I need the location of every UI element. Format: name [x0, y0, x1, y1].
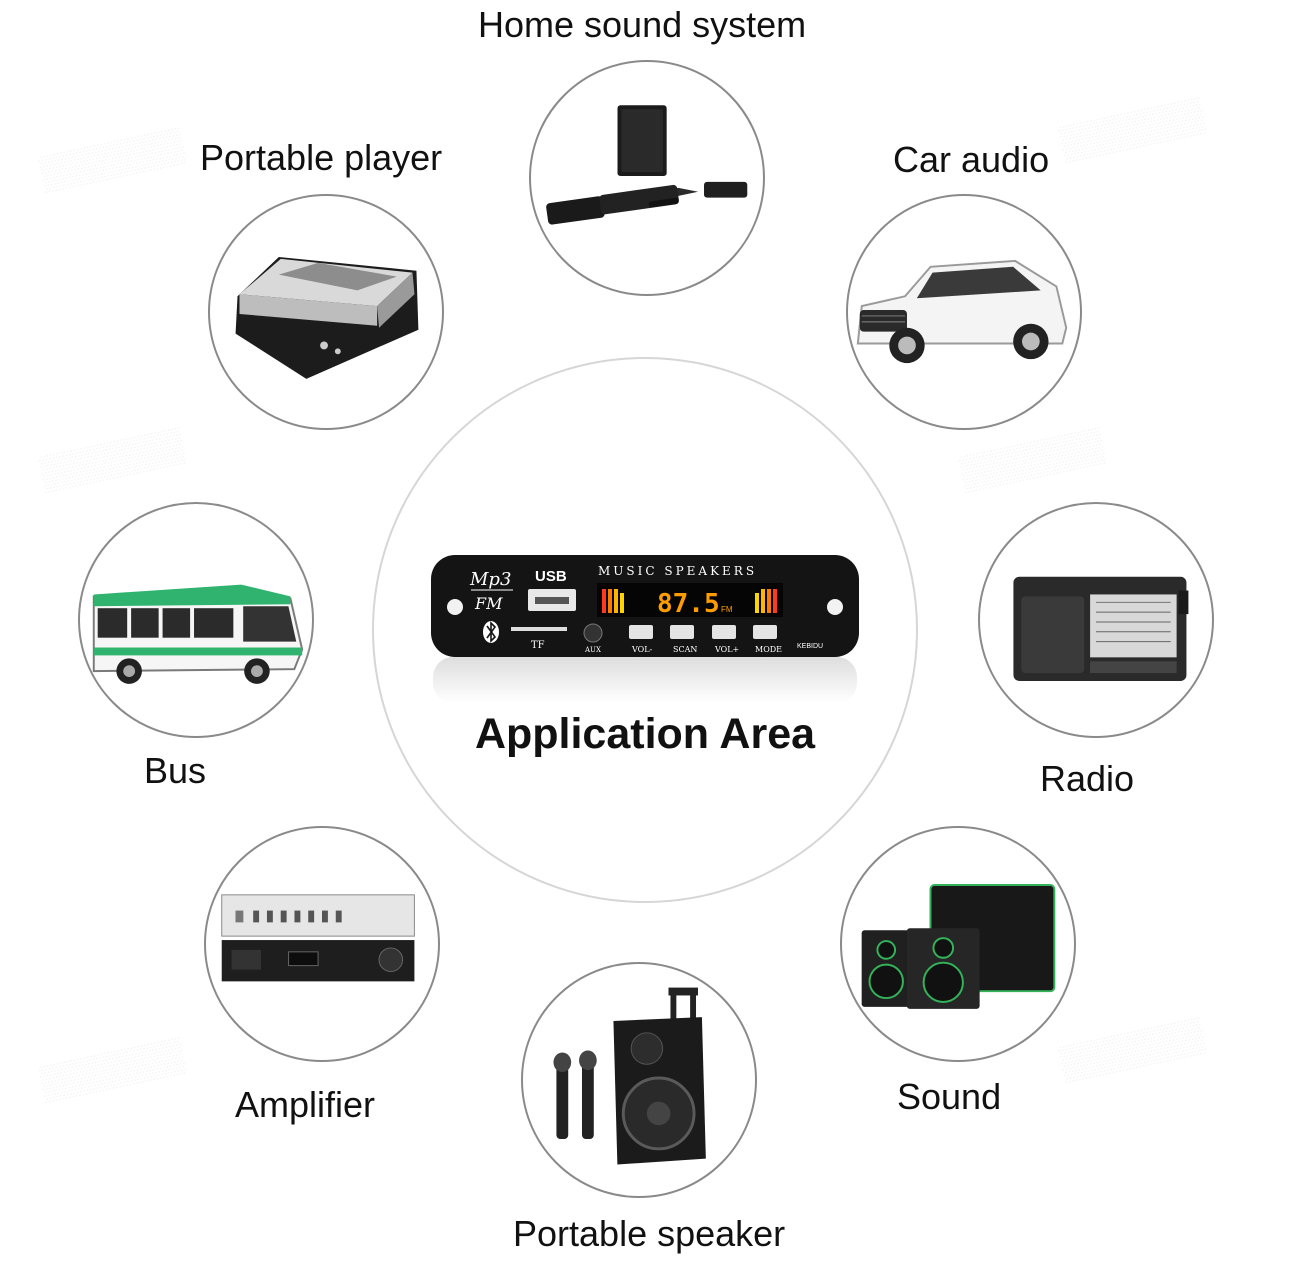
- watermark: ▒▒▒▒▒▒: [1058, 95, 1207, 163]
- watermark: ▒▒▒▒▒▒: [38, 125, 187, 193]
- bus-label: Bus: [144, 750, 207, 791]
- portable-speaker-circle: [521, 962, 757, 1198]
- button-label: VOL+: [714, 645, 739, 654]
- usb-label: USB: [535, 568, 567, 585]
- rack-amplifier-icon: [221, 894, 415, 982]
- watermark: ▒▒▒▒▒▒: [38, 1035, 187, 1103]
- portable-speaker-label: Portable speaker: [513, 1213, 786, 1254]
- brand-label: KEBIDU: [797, 643, 823, 650]
- display-unit: FM: [721, 605, 733, 614]
- watermark: ▒▒▒▒▒▒: [958, 425, 1107, 493]
- portable-cassette-player-icon: [235, 256, 419, 379]
- button-label: SCAN: [673, 645, 697, 654]
- studio-monitor-speakers-icon: [861, 884, 1056, 1009]
- frequency-display: 87.5: [657, 589, 720, 619]
- mp3-decoder-board-icon: Mp3 FM USB TF MUSIC SPEAKERS 87.5 FM AUX…: [431, 555, 859, 703]
- amplifier-circle: [204, 826, 440, 1062]
- amplifier-label: Amplifier: [235, 1084, 376, 1125]
- suv-car-icon: [856, 259, 1068, 364]
- sound-circle: [840, 826, 1076, 1062]
- button-label: MODE: [755, 645, 782, 654]
- watermark: ▒▒▒▒▒▒: [1058, 1015, 1207, 1083]
- portable-radio-icon: [1013, 576, 1189, 681]
- city-bus-icon: [92, 584, 304, 684]
- button-label: VOL-: [631, 645, 653, 654]
- portable-player-label: Portable player: [200, 137, 443, 178]
- home-sound-system-label: Home sound system: [478, 4, 807, 45]
- board-logo-top: Mp3: [469, 569, 511, 590]
- bus-circle: [78, 502, 314, 738]
- car-audio-label: Car audio: [893, 139, 1050, 180]
- radio-circle: [978, 502, 1214, 738]
- home-sound-system-icon: [546, 105, 748, 225]
- watermark: ▒▒▒▒▒▒: [38, 425, 187, 493]
- sound-label: Sound: [897, 1076, 1002, 1117]
- portable-player-circle: [208, 194, 444, 430]
- application-area-title: Application Area: [474, 710, 816, 758]
- aux-label: AUX: [584, 646, 601, 654]
- radio-label: Radio: [1040, 758, 1135, 799]
- home-sound-system-circle: [529, 60, 765, 296]
- trolley-speaker-with-microphones-icon: [553, 987, 706, 1165]
- board-logo-bottom: FM: [474, 594, 503, 613]
- music-speakers-header: MUSIC SPEAKERS: [598, 564, 757, 578]
- car-audio-circle: [846, 194, 1082, 430]
- tf-label: TF: [531, 640, 545, 651]
